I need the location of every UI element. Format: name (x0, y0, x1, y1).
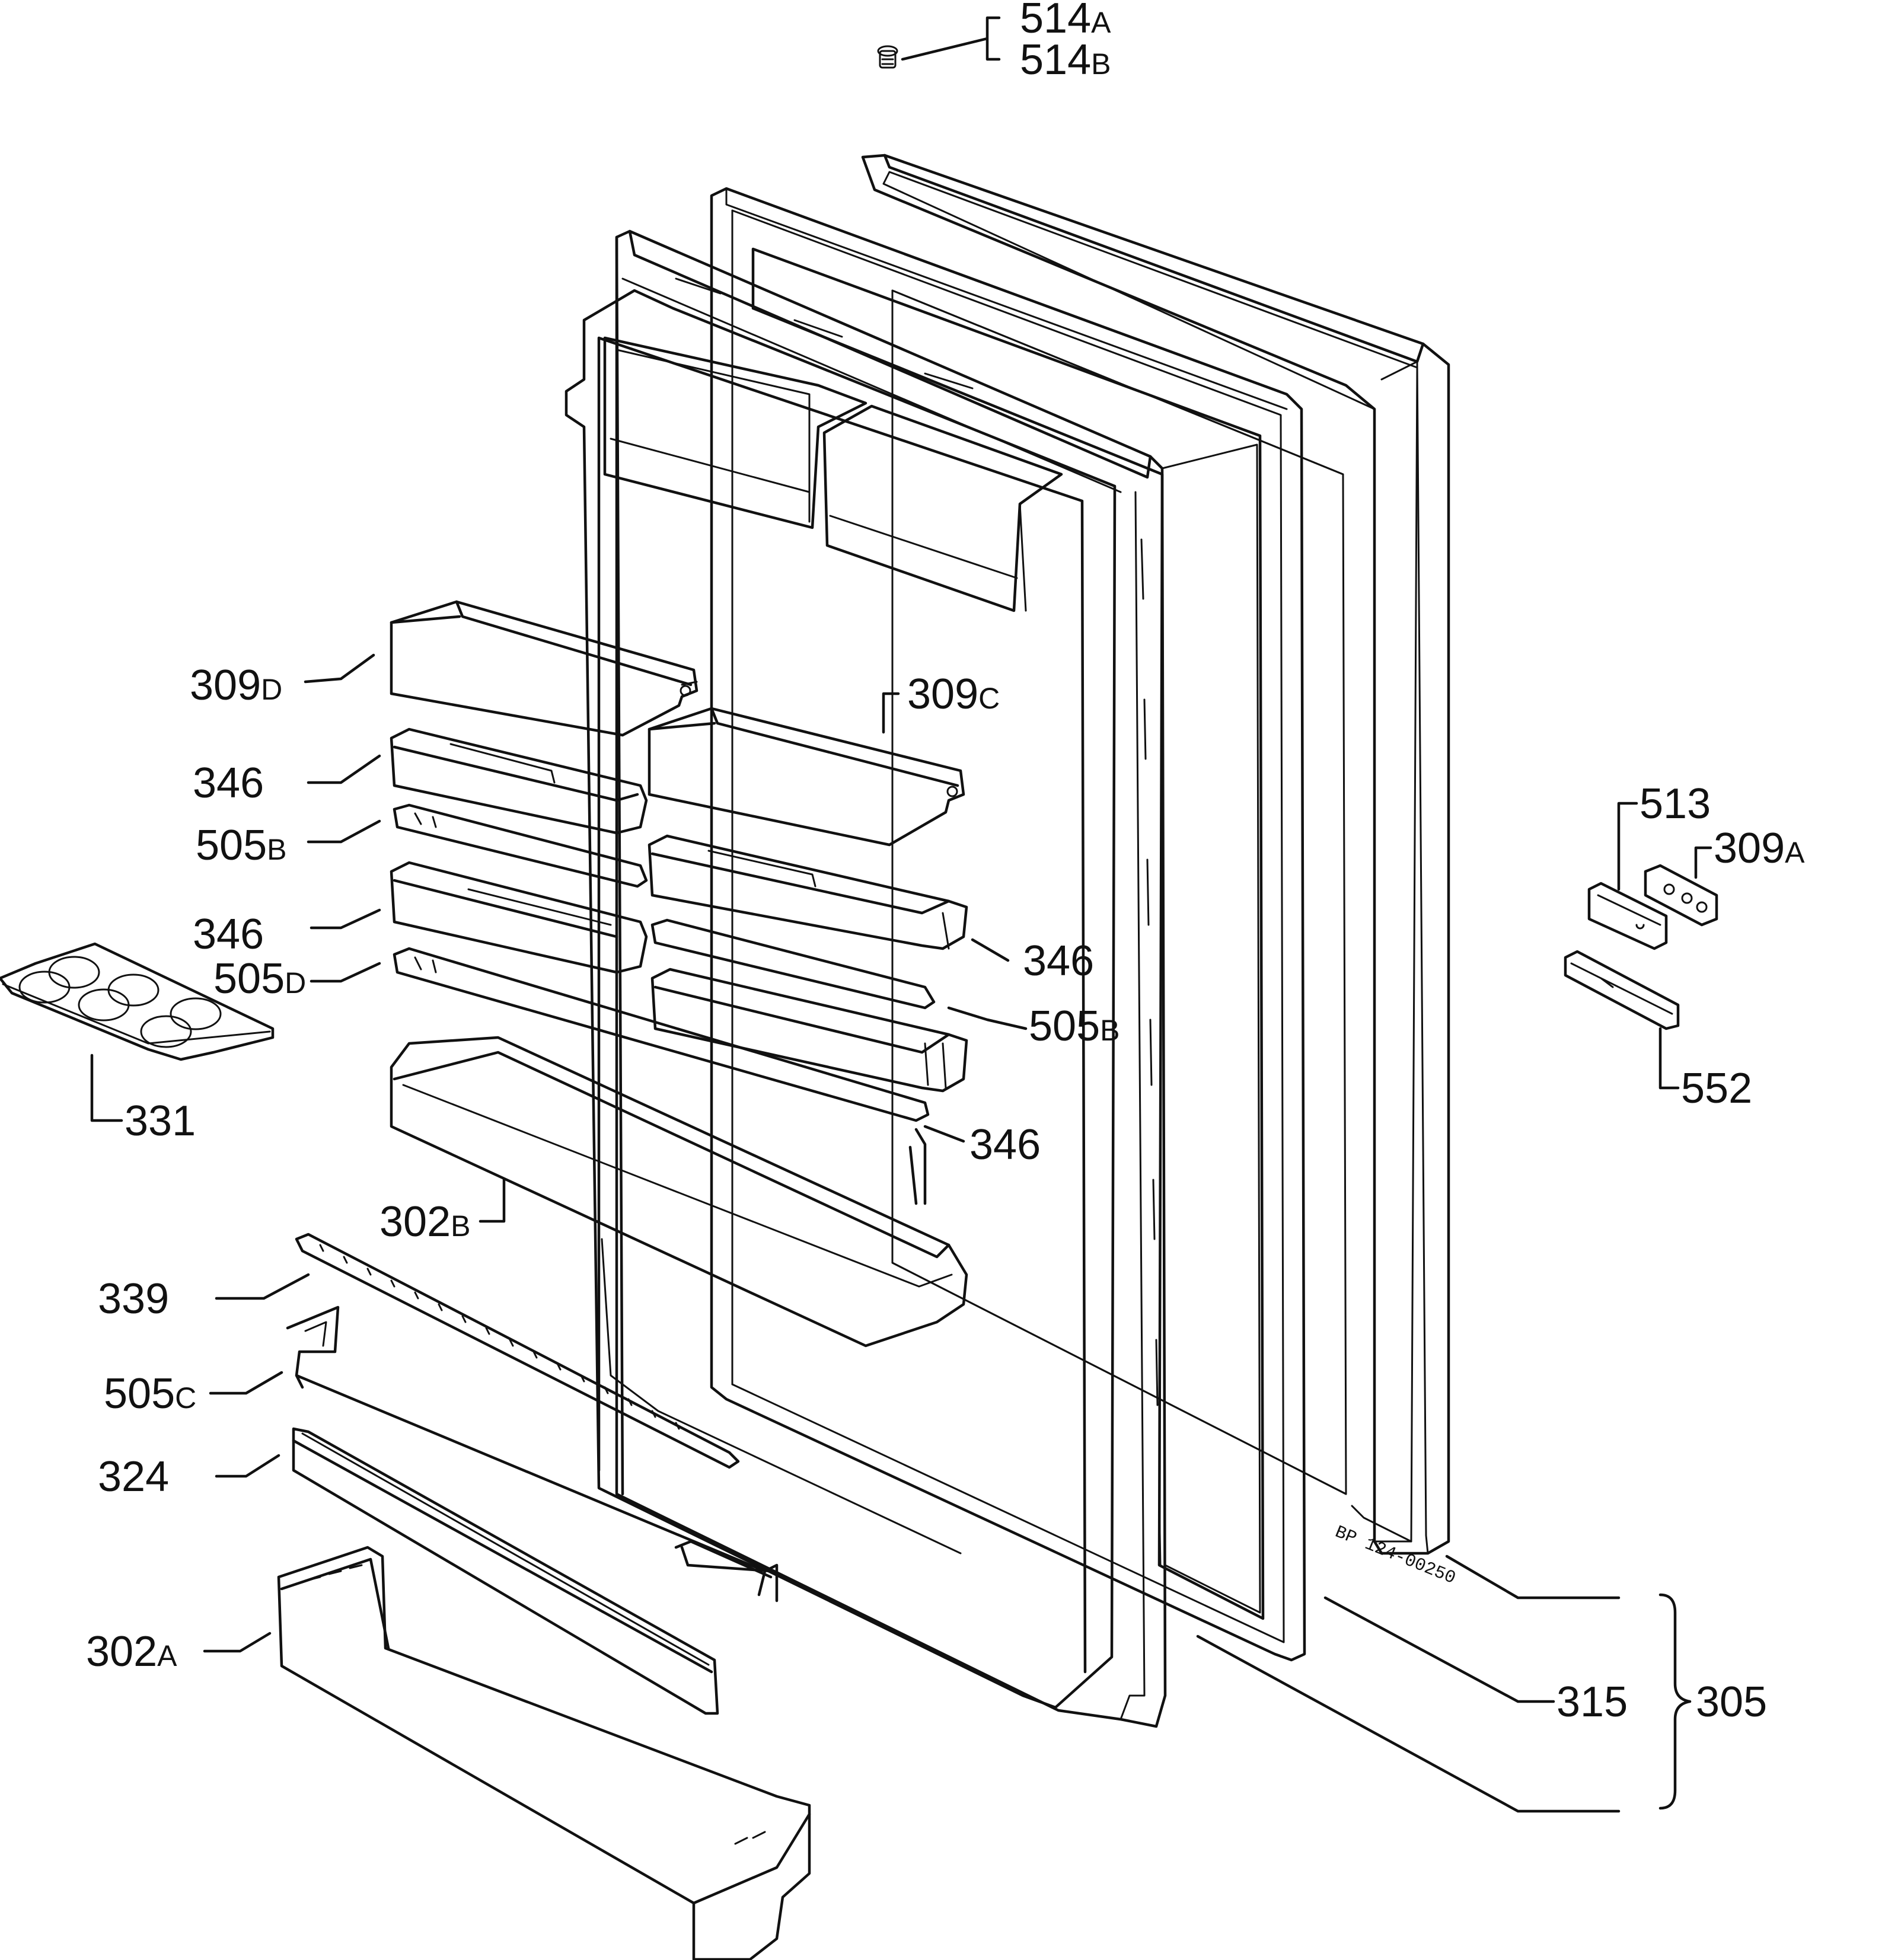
label-505b-right: 505B (1029, 1003, 1120, 1050)
label-331: 331 (125, 1097, 196, 1145)
label-305: 305 (1696, 1678, 1767, 1726)
label-513: 513 (1640, 780, 1711, 828)
label-324: 324 (98, 1453, 169, 1501)
label-315: 315 (1556, 1678, 1628, 1726)
label-346-upper-left: 346 (193, 759, 264, 807)
label-552: 552 (1681, 1065, 1752, 1112)
label-302a: 302A (86, 1628, 177, 1675)
shelf-front-324 (292, 1427, 719, 1715)
label-505b-left: 505B (196, 822, 287, 869)
label-309d: 309D (190, 662, 282, 709)
egg-tray-331 (0, 942, 275, 1061)
hinge-block-552 (1564, 950, 1680, 1030)
retaining-bar-505c (286, 1305, 779, 1603)
drawing-reference-stamp: BP 124-00250 (1332, 1522, 1458, 1589)
bottle-shelf-302a (277, 1546, 811, 1960)
bottle-rail-339 (295, 1233, 740, 1469)
hinge-cover-513 (1587, 882, 1668, 950)
storage-bin-309c (648, 707, 965, 847)
shelf-lid-346-upper-left (390, 727, 648, 835)
outer-door-panel (861, 154, 1450, 1555)
door-shelf-302b (390, 1036, 968, 1348)
label-309a: 309A (1714, 825, 1805, 872)
label-346-lower-right: 346 (969, 1121, 1041, 1169)
hinge-plate-309a (1644, 864, 1718, 927)
label-505c: 505C (104, 1370, 196, 1418)
leader-lines (90, 16, 1712, 1813)
retaining-bar-505b-left (393, 803, 648, 888)
label-514a: 514A (1020, 0, 1111, 42)
label-339: 339 (98, 1275, 169, 1323)
label-346-middle-left: 346 (193, 911, 264, 958)
door-screw-514 (877, 45, 898, 69)
insulation-foam-panel (882, 171, 1418, 1543)
label-505d: 505D (213, 955, 306, 1003)
shelf-lid-346-lower-right (650, 968, 968, 1093)
inner-door-liner (564, 229, 1167, 1728)
label-346-upper-right: 346 (1023, 937, 1094, 985)
shelf-lid-346-upper-right (648, 834, 968, 950)
shelf-lid-346-middle-left (390, 861, 648, 974)
door-gasket-315 (710, 187, 1306, 1662)
retaining-bar-505b-right (650, 918, 936, 1010)
label-302b: 302B (379, 1198, 471, 1246)
storage-bin-309d (390, 600, 698, 737)
retaining-bar-lower (908, 1128, 927, 1205)
label-514b: 514B (1020, 36, 1111, 84)
retaining-bar-505d (393, 947, 930, 1122)
label-309c: 309C (907, 671, 1000, 718)
part-labels: 514A 514B 309D 309C 346 505B 346 505D 34… (86, 0, 1805, 1726)
